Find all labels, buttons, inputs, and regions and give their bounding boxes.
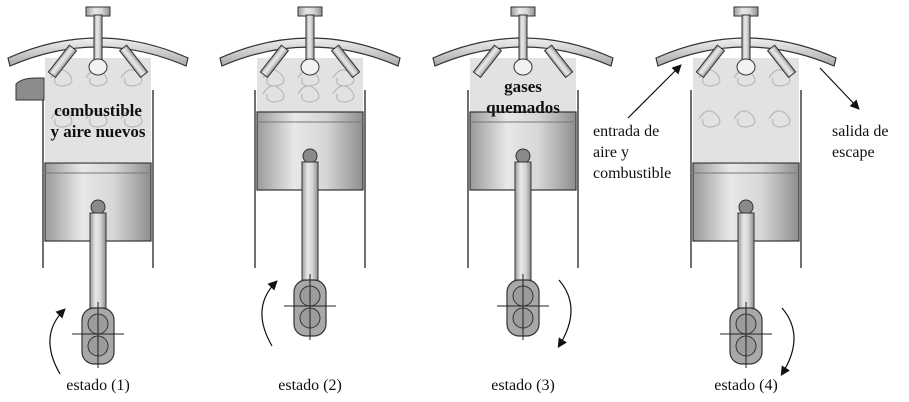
connecting-rod xyxy=(89,212,107,309)
engine-1: combustible y aire nuevos estado (1) xyxy=(7,6,189,394)
cylinder-head xyxy=(432,37,614,67)
piston-pin xyxy=(90,199,106,215)
chamber-label-line-2: quemados xyxy=(486,98,560,117)
state-caption: estado (2) xyxy=(278,377,342,394)
exhaust-valve xyxy=(118,44,149,79)
gas-swirl xyxy=(332,85,355,103)
gas-swirl xyxy=(332,69,355,87)
spark-plug-tip xyxy=(736,58,756,76)
exhaust-annotation: salida de escape xyxy=(819,67,888,161)
gas-swirl xyxy=(768,69,791,87)
state-caption: estado (4) xyxy=(714,377,778,394)
piston-pin xyxy=(738,199,754,215)
rotation-arrow xyxy=(557,279,572,349)
exhaust-label-line-1: salida de xyxy=(832,123,888,140)
exhaust-valve xyxy=(543,44,574,79)
gas-swirl xyxy=(262,85,285,103)
gas-swirl xyxy=(85,110,108,128)
cylinder-head xyxy=(7,37,189,67)
state-caption: estado (1) xyxy=(66,377,130,394)
connecting-rod xyxy=(514,161,532,281)
state-caption: estado (3) xyxy=(491,377,555,394)
exhaust-label-line-2: escape xyxy=(832,144,875,161)
rotation-arrow xyxy=(261,280,278,347)
exhaust-valve xyxy=(766,44,797,79)
gas-swirl xyxy=(698,110,721,128)
intake-label-line-1: entrada de xyxy=(593,123,659,140)
gas-swirl xyxy=(297,85,320,103)
spark-plug-tip xyxy=(88,58,108,76)
intake-port xyxy=(15,77,45,101)
connecting-rod xyxy=(301,161,319,281)
spark-plug-body xyxy=(741,14,751,66)
chamber-label-line-2: y aire nuevos xyxy=(50,122,145,141)
spark-plug-tip xyxy=(300,58,320,76)
spark-plug-body xyxy=(518,14,528,66)
piston-pin xyxy=(515,148,531,164)
engine-4: estado (4) xyxy=(655,6,837,394)
intake-label-line-2: aire y xyxy=(593,144,629,161)
rotation-arrow xyxy=(49,308,66,375)
engine-3: gases quemados estado (3) xyxy=(432,6,614,394)
cylinder-head xyxy=(219,37,401,67)
gas-swirl xyxy=(120,69,143,87)
connecting-rod xyxy=(737,212,755,309)
intake-valve xyxy=(472,44,503,79)
intake-valve xyxy=(695,44,726,79)
engine-2: estado (2) xyxy=(219,6,401,394)
exhaust-valve xyxy=(330,44,361,79)
spark-plug-body xyxy=(93,14,103,66)
intake-label-line-3: combustible xyxy=(593,165,671,182)
chamber-label-line-1: gases xyxy=(504,77,542,96)
cylinder-head xyxy=(655,37,837,67)
rotation-arrow xyxy=(780,307,795,377)
gas-swirl xyxy=(768,110,791,128)
spark-plug-tip xyxy=(513,58,533,76)
intake-valve xyxy=(47,44,78,79)
intake-annotation: entrada de aire y combustible xyxy=(593,64,682,182)
gas-swirl xyxy=(733,110,756,128)
piston-pin xyxy=(302,148,318,164)
intake-valve xyxy=(259,44,290,79)
gas-swirl xyxy=(50,110,73,128)
gas-swirl xyxy=(120,110,143,128)
spark-plug-body xyxy=(305,14,315,66)
chamber-label-line-1: combustible xyxy=(54,101,142,120)
